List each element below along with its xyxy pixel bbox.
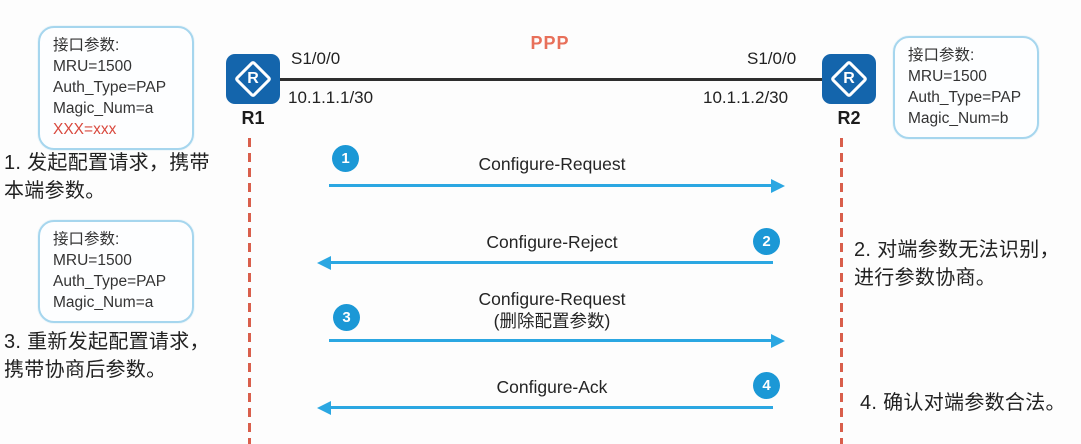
- callout-title: 接口参数:: [53, 37, 120, 54]
- step-3-badge: 3: [333, 304, 360, 331]
- r1-interface-label: S1/0/0: [291, 49, 341, 68]
- message-1-arrow: [329, 178, 785, 193]
- callout-title: 接口参数:: [908, 47, 975, 64]
- message-3-label-sub: (删除配置参数): [493, 311, 611, 331]
- note-step-1: 1. 发起配置请求，携带 本端参数。: [4, 149, 244, 205]
- r2-ip-label: 10.1.1.2/30: [703, 88, 789, 107]
- param-magic-num: Magic_Num=a: [53, 100, 154, 117]
- param-magic-num: Magic_Num=a: [53, 294, 154, 311]
- message-2-arrow: [317, 255, 773, 270]
- param-auth-type: Auth_Type=PAP: [908, 89, 1022, 106]
- callout-title: 接口参数:: [53, 231, 120, 248]
- note-step-2: 2. 对端参数无法识别， 进行参数协商。: [854, 236, 1081, 292]
- message-1-label: Configure-Request: [478, 154, 626, 174]
- callout-r1-negotiated-params: 接口参数: MRU=1500 Auth_Type=PAP Magic_Num=a: [38, 220, 194, 323]
- message-4-label: Configure-Ack: [496, 377, 608, 397]
- router-r2-label: R2: [837, 108, 861, 128]
- param-mru: MRU=1500: [908, 68, 987, 85]
- note-line: 携带协商后参数。: [4, 359, 167, 381]
- message-2-label: Configure-Reject: [486, 232, 618, 252]
- r2-interface-label: S1/0/0: [747, 49, 797, 68]
- router-r2-icon: R: [822, 54, 876, 104]
- arrowhead-left-icon: [317, 255, 331, 270]
- step-1-badge: 1: [332, 145, 359, 172]
- callout-r1-initial-params: 接口参数: MRU=1500 Auth_Type=PAP Magic_Num=a…: [38, 26, 194, 150]
- step-2-badge: 2: [753, 228, 780, 255]
- arrowhead-right-icon: [771, 178, 785, 193]
- arrowhead-left-icon: [317, 400, 331, 415]
- serial-link-line: [280, 78, 822, 81]
- r1-ip-label: 10.1.1.1/30: [288, 88, 374, 107]
- callout-r2-params: 接口参数: MRU=1500 Auth_Type=PAP Magic_Num=b: [893, 36, 1039, 139]
- r2-lifeline: [840, 138, 843, 444]
- param-mru: MRU=1500: [53, 252, 132, 269]
- step-4-badge: 4: [753, 372, 780, 399]
- router-r1-label: R1: [241, 108, 265, 128]
- note-line: 1. 发起配置请求，携带: [4, 152, 210, 174]
- router-r1-icon: R: [226, 54, 280, 104]
- r1-lifeline: [248, 138, 251, 444]
- ppp-protocol-label: PPP: [530, 33, 570, 53]
- message-4-arrow: [317, 400, 773, 415]
- param-auth-type: Auth_Type=PAP: [53, 273, 167, 290]
- router-letter: R: [843, 70, 855, 87]
- router-letter: R: [247, 70, 259, 87]
- note-step-3: 3. 重新发起配置请求， 携带协商后参数。: [4, 328, 244, 384]
- note-step-4: 4. 确认对端参数合法。: [860, 389, 1081, 417]
- param-magic-num: Magic_Num=b: [908, 110, 1009, 127]
- param-auth-type: Auth_Type=PAP: [53, 79, 167, 96]
- message-3-label-main: Configure-Request: [478, 289, 626, 309]
- message-3-arrow: [329, 333, 785, 348]
- message-3-label: Configure-Request (删除配置参数): [330, 288, 774, 332]
- note-line: 3. 重新发起配置请求，: [4, 331, 210, 353]
- param-mru: MRU=1500: [53, 58, 132, 75]
- note-line: 2. 对端参数无法识别，: [854, 239, 1060, 261]
- note-line: 本端参数。: [4, 180, 106, 202]
- arrowhead-right-icon: [771, 333, 785, 348]
- note-line: 进行参数协商。: [854, 267, 997, 289]
- note-line: 4. 确认对端参数合法。: [860, 392, 1066, 414]
- param-unknown-option: XXX=xxx: [53, 121, 117, 138]
